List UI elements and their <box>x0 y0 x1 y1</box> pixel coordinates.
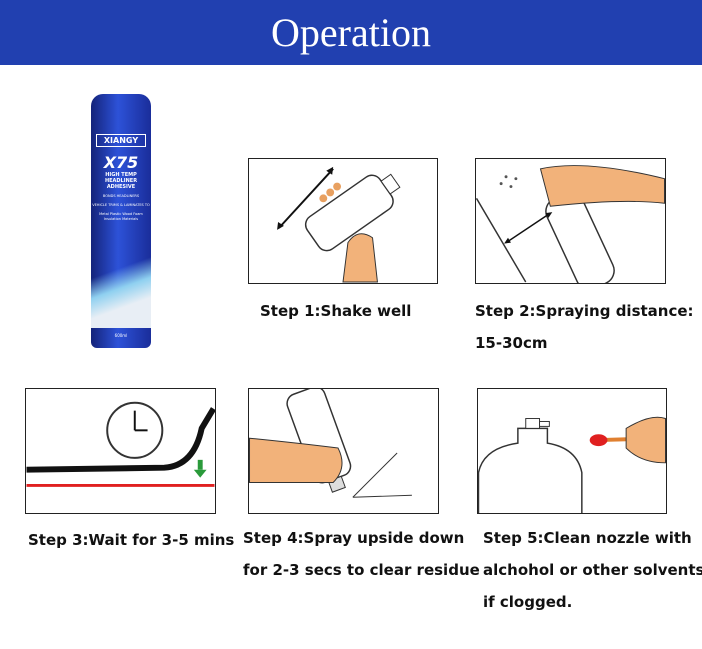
step5-text-line1: Step 5:Clean nozzle with <box>483 529 692 547</box>
step2-text-line2: 15-30cm <box>475 334 548 352</box>
product-desc-line1: BONDS HEADLINERS <box>102 194 140 198</box>
step4-text-line2: for 2-3 secs to clear residue <box>243 561 480 579</box>
spray-distance-icon <box>476 165 665 283</box>
clean-nozzle-icon <box>478 416 666 513</box>
step4-text-line1: Step 4:Spray upside down <box>243 529 465 547</box>
shake-can-icon <box>277 166 401 283</box>
product-name-line1: HIGH TEMP <box>105 172 137 178</box>
product-name-line2: HEADLINER ADHESIVE <box>104 178 138 190</box>
step2-label: Step 2:Spraying distance: 15-30cm <box>475 295 694 359</box>
upside-down-spray-icon <box>249 389 412 498</box>
product-model: X75 <box>103 153 139 172</box>
product-can-image: XIANGY X75 HIGH TEMP HEADLINER ADHESIVE … <box>91 94 151 348</box>
step3-label: Step 3:Wait for 3-5 mins <box>28 524 234 556</box>
step1-text: Step 1:Shake well <box>260 302 412 320</box>
step5-illustration <box>477 388 667 514</box>
brand-logo: XIANGY <box>96 134 146 147</box>
can-graphic <box>91 248 151 328</box>
product-volume: 600ml <box>114 333 128 338</box>
step4-illustration <box>248 388 439 514</box>
step3-illustration <box>25 388 216 514</box>
product-desc-line2: VEHICLE TRIMS & LAMINATES TO <box>92 203 150 207</box>
step4-label: Step 4:Spray upside down for 2-3 secs to… <box>243 522 480 586</box>
step2-text-line1: Step 2:Spraying distance: <box>475 302 694 320</box>
step5-text-line2: alchohol or other solvents <box>483 561 702 579</box>
arrow-down-icon <box>193 459 207 478</box>
step5-text-line3: if clogged. <box>483 593 573 611</box>
header-banner: Operation <box>0 0 702 65</box>
step1-illustration <box>248 158 438 284</box>
step3-text: Step 3:Wait for 3-5 mins <box>28 531 235 549</box>
wait-illustration <box>26 401 215 487</box>
step1-label: Step 1:Shake well <box>260 295 411 327</box>
clock-icon <box>106 401 164 459</box>
step5-label: Step 5:Clean nozzle with alchohol or oth… <box>483 522 702 618</box>
product-materials: Metal Plastic Wood Foam Insulation Mater… <box>99 212 143 221</box>
page-title: Operation <box>271 10 431 55</box>
step2-illustration <box>475 158 666 284</box>
